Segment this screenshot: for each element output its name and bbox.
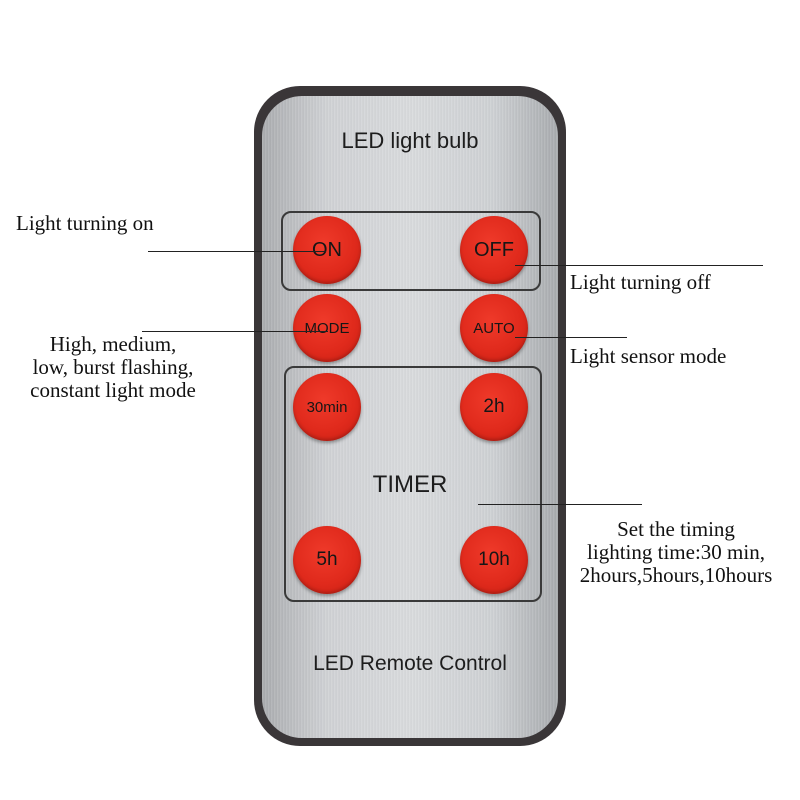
timer-button-group bbox=[284, 366, 542, 602]
auto-button[interactable]: AUTO bbox=[460, 294, 528, 362]
leader-line-auto bbox=[515, 337, 627, 338]
off-button-label: OFF bbox=[474, 238, 514, 261]
on-button-label: ON bbox=[312, 238, 342, 261]
caption-light-off: Light turning off bbox=[570, 270, 711, 294]
leader-line-mode bbox=[142, 331, 328, 332]
mode-button-label: MODE bbox=[304, 319, 350, 337]
caption-sensor-mode: Light sensor mode bbox=[570, 344, 727, 368]
caption-mode-line3: constant light mode bbox=[30, 378, 196, 402]
timer-5h-button[interactable]: 5h bbox=[293, 526, 361, 594]
on-button[interactable]: ON bbox=[293, 216, 361, 284]
timer-2h-button[interactable]: 2h bbox=[460, 373, 528, 441]
caption-timer: Set the timing lighting time:30 min, 2ho… bbox=[556, 518, 796, 587]
caption-mode-line1: High, medium, bbox=[49, 332, 177, 356]
remote-footer-label: LED Remote Control bbox=[313, 652, 507, 675]
timer-2h-label: 2h bbox=[483, 396, 505, 417]
caption-timer-line1: Set the timing bbox=[617, 517, 735, 541]
timer-30min-label: 30min bbox=[306, 398, 348, 416]
caption-timer-line2: lighting time:30 min, bbox=[587, 540, 765, 564]
timer-5h-label: 5h bbox=[316, 549, 338, 570]
caption-light-on: Light turning on bbox=[16, 211, 154, 235]
leader-line-timer bbox=[478, 504, 642, 505]
timer-10h-label: 10h bbox=[478, 549, 510, 570]
leader-line-off bbox=[515, 265, 763, 266]
timer-10h-button[interactable]: 10h bbox=[460, 526, 528, 594]
caption-timer-line3: 2hours,5hours,10hours bbox=[579, 563, 773, 587]
auto-button-label: AUTO bbox=[473, 319, 515, 337]
remote-header-label: LED light bulb bbox=[341, 128, 479, 153]
off-button[interactable]: OFF bbox=[460, 216, 528, 284]
timer-30min-button[interactable]: 30min bbox=[293, 373, 361, 441]
leader-line-on bbox=[148, 251, 326, 252]
caption-mode: High, medium, low, burst flashing, const… bbox=[0, 333, 226, 402]
timer-label: TIMER bbox=[372, 471, 448, 498]
mode-button[interactable]: MODE bbox=[293, 294, 361, 362]
caption-mode-line2: low, burst flashing, bbox=[32, 355, 194, 379]
